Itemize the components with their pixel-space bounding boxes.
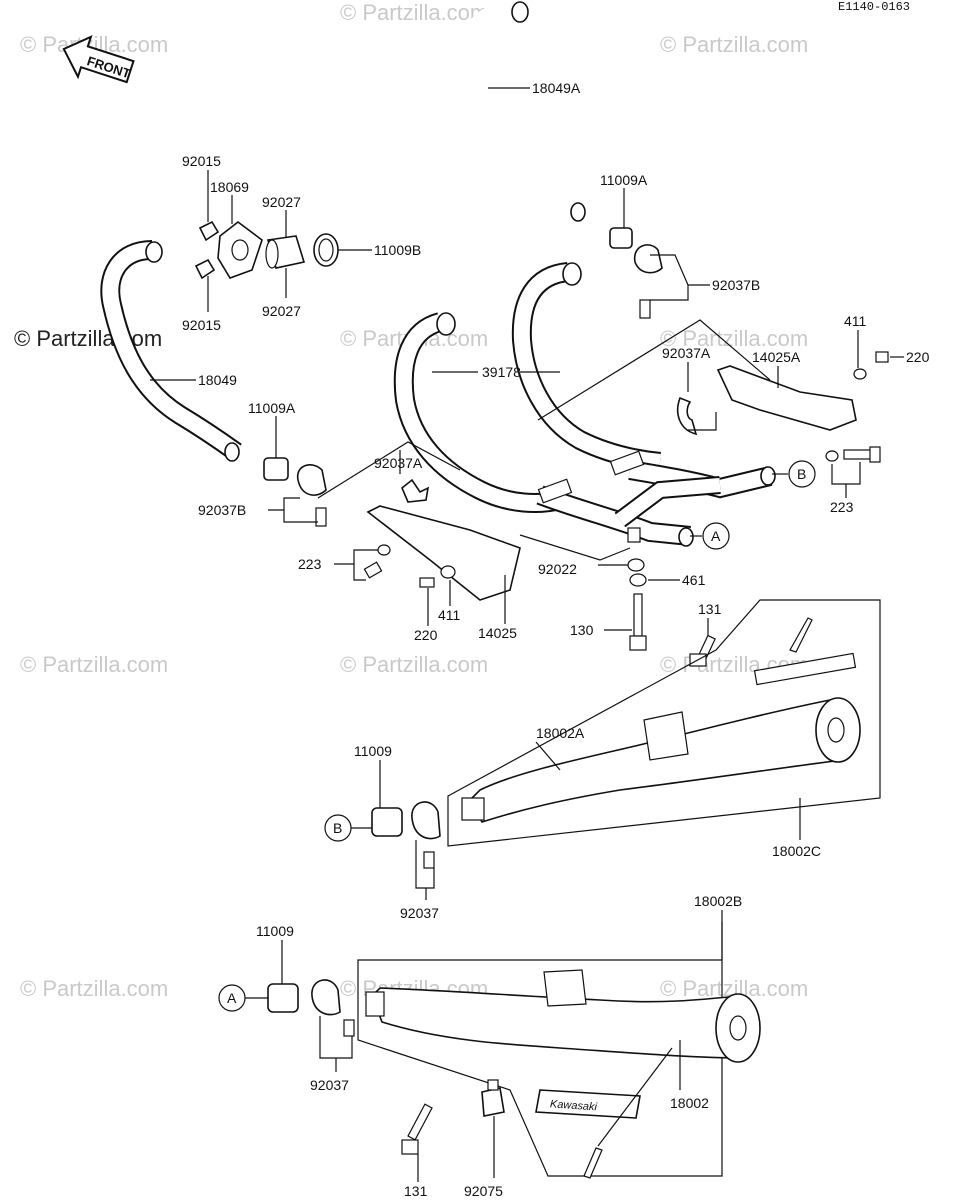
label-92015-bot: 92015	[182, 317, 221, 333]
gasket-11009A-left	[263, 457, 289, 481]
watermark: © Partzilla.com	[660, 326, 808, 351]
emblem-text: Kawasaki	[550, 1098, 598, 1113]
watermark: © Partzilla.com	[340, 0, 488, 25]
gasket-11009A	[609, 227, 633, 249]
label-18049: 18049	[198, 372, 237, 388]
label-92037-bot: 92037	[310, 1077, 349, 1093]
nut-92015	[194, 220, 220, 280]
callout-a-muffler: A	[218, 984, 268, 1012]
gasket-11009-mid	[371, 807, 403, 837]
label-131-bot: 131	[404, 1183, 428, 1199]
clamp-92037-bot	[311, 979, 355, 1037]
watermark: © Partzilla.com	[20, 976, 168, 1001]
heat-guard-14025A	[716, 365, 857, 431]
label-18002: 18002	[670, 1095, 709, 1111]
label-11009-mid: 11009	[354, 743, 392, 759]
collar-92027	[265, 235, 306, 269]
label-220-right: 220	[906, 349, 930, 365]
label-92027-bot: 92027	[262, 303, 301, 319]
label-92022: 92022	[538, 561, 577, 577]
label-39178: 39178	[482, 364, 521, 380]
callout-b-header: B	[772, 460, 816, 488]
watermark: © Partzilla.com	[14, 326, 162, 351]
washer-411-right	[853, 368, 867, 380]
label-411-left: 411	[438, 607, 461, 623]
label-14025: 14025	[478, 625, 517, 641]
callout-a-label: A	[227, 990, 237, 1006]
clamp-92037A-mid	[401, 478, 430, 503]
damper-92075	[481, 1079, 505, 1117]
diagram-code: E1140-0163	[838, 0, 910, 14]
label-92037B-left: 92037B	[198, 502, 246, 518]
bolt-223-left	[363, 544, 391, 579]
label-92027-top: 92027	[262, 194, 301, 210]
callout-b-muffler: B	[324, 814, 372, 842]
muffler-18002	[365, 969, 761, 1063]
callout-a-header: A	[690, 522, 730, 550]
exhaust-pipe-18049A	[461, 1, 586, 222]
watermark: © Partzilla.com	[660, 32, 808, 57]
heat-guard-14025	[366, 505, 521, 601]
watermark: © Partzilla.com	[20, 652, 168, 677]
label-92037B-right: 92037B	[712, 277, 760, 293]
clamp-92037B-left	[296, 464, 327, 527]
watermark: © Partzilla.com	[340, 652, 488, 677]
label-220-left: 220	[414, 627, 438, 643]
exhaust-pipe-39178	[393, 262, 776, 547]
label-92037A-mid: 92037A	[374, 455, 423, 471]
callout-b-label: B	[797, 466, 806, 482]
clamp-92037B	[633, 244, 663, 319]
bolt-220-left	[419, 565, 456, 588]
label-18002C: 18002C	[772, 843, 821, 859]
label-11009B: 11009B	[374, 242, 421, 258]
label-18002B: 18002B	[694, 893, 742, 909]
callout-b-label: B	[333, 820, 342, 836]
label-11009A-left: 11009A	[248, 400, 296, 416]
gasket-11009-bot	[267, 983, 299, 1013]
label-461: 461	[682, 572, 706, 588]
muffler-18002A	[461, 617, 861, 823]
label-131-top: 131	[698, 601, 722, 617]
label-11009-bot: 11009	[256, 923, 294, 939]
label-92015-top: 92015	[182, 153, 221, 169]
bolt-stack-130	[627, 558, 647, 651]
bolt-131-bottom	[401, 1103, 433, 1155]
flange-18069	[217, 220, 263, 279]
callout-a-label: A	[711, 528, 721, 544]
clamp-92037-mid	[411, 801, 441, 869]
kawasaki-emblem: Kawasaki	[535, 1089, 641, 1179]
label-18049A: 18049A	[532, 80, 581, 96]
label-411-right: 411	[844, 313, 867, 329]
label-18069: 18069	[210, 179, 249, 195]
label-11009A-top: 11009A	[600, 172, 648, 188]
exhaust-pipe-18049	[100, 240, 242, 462]
label-92037-mid: 92037	[400, 905, 439, 921]
label-223-right: 223	[830, 499, 854, 515]
assembly-frame-right	[447, 599, 881, 847]
label-223-left: 223	[298, 556, 322, 572]
bolt-220-right	[875, 351, 889, 363]
label-92075: 92075	[464, 1183, 503, 1199]
label-130: 130	[570, 622, 594, 638]
label-18002A: 18002A	[536, 725, 585, 741]
label-14025A: 14025A	[752, 349, 801, 365]
bolt-223-right	[825, 446, 881, 463]
clamp-92037A-right	[676, 396, 698, 436]
label-92037A-right: 92037A	[662, 345, 711, 361]
